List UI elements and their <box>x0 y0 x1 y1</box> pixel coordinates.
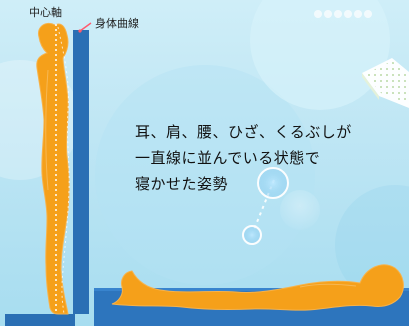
center-axis-label: 中心軸 <box>29 6 62 19</box>
standing-human-figure <box>36 22 70 315</box>
caption-line-3: 寝かせた姿勢 <box>135 175 229 193</box>
body-curve-line <box>57 26 70 315</box>
background-decor <box>95 0 409 305</box>
standing-reference-board <box>73 30 89 314</box>
label-leader-line <box>78 22 92 33</box>
standing-base <box>5 314 75 326</box>
mattress-sample-icon <box>362 58 409 108</box>
caption: 耳、肩、腰、ひざ、くるぶしが 一直線に並んでいる状態で 寝かせた姿勢 <box>135 119 385 197</box>
lying-human-figure <box>111 264 404 311</box>
caption-line-2: 一直線に並んでいる状態で <box>135 149 321 167</box>
caption-line-1: 耳、肩、腰、ひざ、くるぶしが <box>135 123 352 141</box>
body-curve-label: 身体曲線 <box>95 17 139 30</box>
